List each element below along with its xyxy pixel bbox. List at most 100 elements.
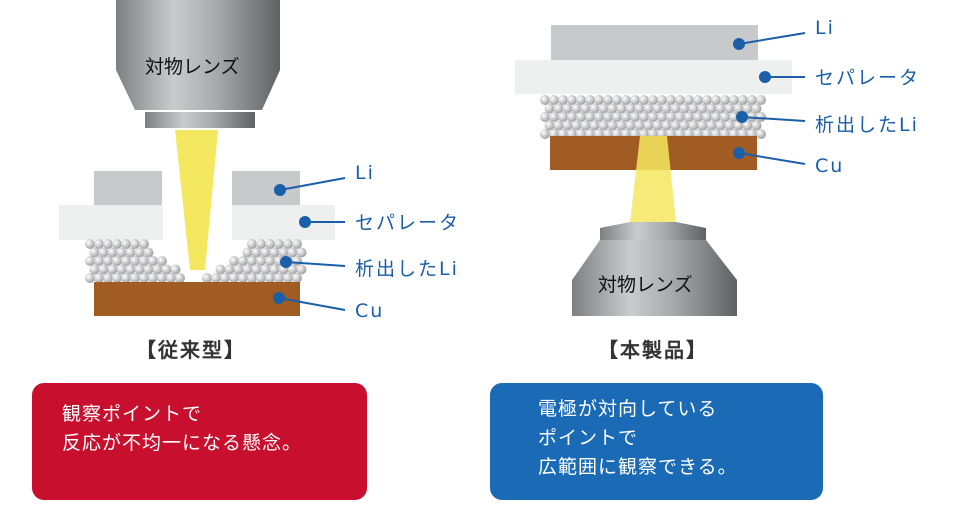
li-particle	[625, 103, 636, 114]
label-separator-right: セパレータ	[815, 67, 921, 89]
li-particle	[688, 120, 699, 131]
li-particle	[211, 273, 221, 283]
li-particle	[598, 103, 609, 114]
li-particle	[733, 120, 744, 131]
li-particle	[742, 103, 753, 114]
li-particle	[661, 103, 672, 114]
li-particle	[607, 120, 618, 131]
li-particle	[107, 264, 118, 275]
li-particle	[287, 247, 298, 258]
li-particle	[549, 112, 559, 122]
li-particle	[594, 95, 604, 105]
li-particle	[607, 103, 618, 114]
li-particle	[103, 256, 113, 266]
li-particle	[139, 239, 149, 249]
li-particle	[612, 112, 622, 122]
note-line: 反応が不均一になる懸念。	[62, 432, 303, 454]
li-particle	[679, 103, 690, 114]
separator-left-a	[59, 205, 163, 240]
li-particle	[85, 239, 95, 249]
li-right	[551, 25, 758, 60]
li-particle	[265, 273, 275, 283]
li-particle	[540, 112, 550, 122]
li-particle	[576, 112, 586, 122]
li-particle	[544, 120, 555, 131]
li-particle	[693, 112, 703, 122]
li-particle	[98, 264, 109, 275]
li-particle	[756, 112, 766, 122]
li-particle	[697, 120, 708, 131]
objective-lens-left	[116, 0, 280, 128]
li-particle	[625, 120, 636, 131]
li-particle	[558, 95, 568, 105]
label-li-left: Li	[355, 162, 375, 184]
li-particle	[540, 129, 550, 139]
li-particle	[89, 264, 100, 275]
li-particle	[274, 273, 284, 283]
lens-label-left: 対物レンズ	[145, 56, 240, 78]
leader-lines	[273, 32, 806, 311]
li-particle	[756, 129, 766, 139]
label-separator-left: セパレータ	[355, 212, 461, 234]
li-particle	[747, 95, 757, 105]
li-particle	[256, 239, 266, 249]
li-particle	[85, 256, 95, 266]
li-particle	[697, 103, 708, 114]
li-particle	[94, 273, 104, 283]
li-particle	[652, 103, 663, 114]
li-particle	[148, 256, 158, 266]
li-particle	[562, 103, 573, 114]
li-particle	[265, 239, 275, 249]
li-particle	[107, 247, 118, 258]
li-particle	[585, 95, 595, 105]
lens-label-right: 対物レンズ	[598, 274, 693, 296]
li-particle	[634, 120, 645, 131]
li-left-a	[94, 171, 162, 205]
li-particle	[139, 273, 149, 283]
li-particle	[233, 264, 244, 275]
li-particle	[296, 247, 307, 258]
li-particle	[715, 103, 726, 114]
li-particle	[724, 103, 735, 114]
li-particle	[238, 256, 248, 266]
li-particle	[251, 247, 262, 258]
li-particle	[558, 112, 568, 122]
li-particle	[657, 95, 667, 105]
li-particle	[639, 95, 649, 105]
li-particle	[738, 95, 748, 105]
note-line: 広範囲に観察できる。	[538, 456, 738, 478]
li-particle	[265, 256, 275, 266]
li-particle	[639, 112, 649, 122]
li-particle	[242, 264, 253, 275]
li-particle	[675, 95, 685, 105]
li-particle	[296, 264, 307, 275]
li-particle	[251, 264, 262, 275]
li-particle	[170, 264, 181, 275]
li-particle	[742, 120, 753, 131]
li-particle	[134, 264, 145, 275]
li-particle	[121, 239, 131, 249]
li-particle	[98, 247, 109, 258]
li-particle	[594, 112, 604, 122]
li-particle	[260, 247, 271, 258]
li-particle	[675, 112, 685, 122]
li-particle	[112, 273, 122, 283]
li-particle	[85, 273, 95, 283]
li-particle	[125, 264, 136, 275]
li-particle	[756, 95, 766, 105]
li-particle	[562, 120, 573, 131]
li-particle	[553, 103, 564, 114]
li-particle	[688, 103, 699, 114]
label-deposited-li-left: 析出したLi	[355, 258, 459, 280]
li-particle	[121, 256, 131, 266]
li-particle	[121, 273, 131, 283]
li-particle	[125, 247, 136, 258]
li-particle	[661, 120, 672, 131]
beam-left	[175, 130, 218, 270]
li-particle	[89, 247, 100, 258]
li-particle	[130, 239, 140, 249]
li-particle	[751, 120, 762, 131]
li-particle	[729, 112, 739, 122]
li-particle	[130, 273, 140, 283]
label-cu-left: Cu	[355, 300, 385, 322]
